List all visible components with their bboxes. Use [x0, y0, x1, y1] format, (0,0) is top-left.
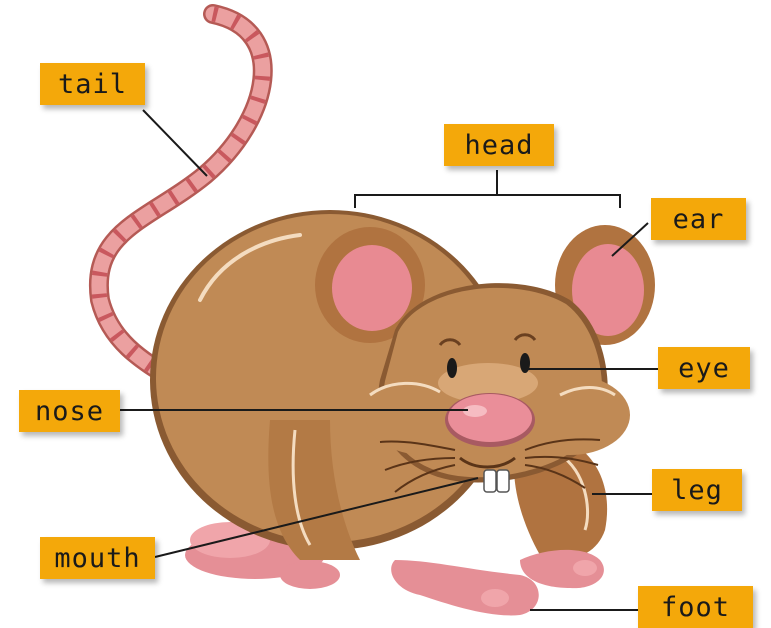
front-feet: [391, 550, 604, 616]
eye-label: eye: [658, 347, 750, 389]
tail-label: tail: [40, 63, 145, 105]
nose-label: nose: [19, 390, 120, 432]
mouth-label: mouth: [40, 537, 155, 579]
foot-label: foot: [638, 586, 753, 628]
tail-leader-line: [143, 110, 207, 176]
head-bracket: [355, 195, 620, 208]
ear-label: ear: [651, 198, 746, 240]
head-label: head: [444, 124, 554, 166]
leg-label: leg: [652, 469, 742, 511]
